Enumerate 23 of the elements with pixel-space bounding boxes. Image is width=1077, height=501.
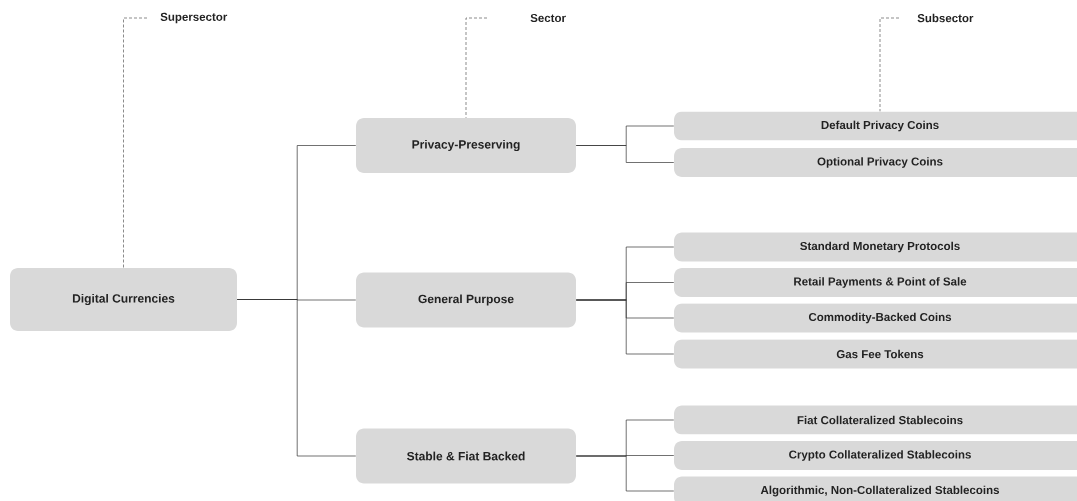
leader-line [879,17,900,112]
category-box: Stable & Fiat Backed [356,428,576,484]
category-box: Digital Currencies [10,268,237,331]
leader-line [465,17,488,119]
leader-line [123,17,148,269]
category-box: Privacy-Preserving [356,118,576,173]
subcategory-box: Fiat Collateralized Stablecoins [674,405,1077,435]
connector-line [575,455,675,492]
level-label: Sector [530,13,566,23]
connector-line [575,145,675,163]
category-box: General Purpose [356,272,576,328]
level-label: Subsector [917,13,974,23]
subcategory-box: Crypto Collateralized Stablecoins [674,441,1077,470]
connector-line [575,299,675,355]
subcategory-box: Commodity-Backed Coins [674,303,1077,333]
connector-line [236,299,357,457]
subcategory-box: Default Privacy Coins [674,111,1077,141]
subcategory-box: Retail Payments & Point of Sale [674,268,1077,297]
subcategory-box: Standard Monetary Protocols [674,232,1077,262]
level-label: Supersector [160,12,228,24]
subcategory-box: Gas Fee Tokens [674,339,1077,369]
subcategory-box: Algorithmic, Non-Collateralized Stablecoins [674,476,1077,501]
subcategory-box: Optional Privacy Coins [674,148,1077,177]
